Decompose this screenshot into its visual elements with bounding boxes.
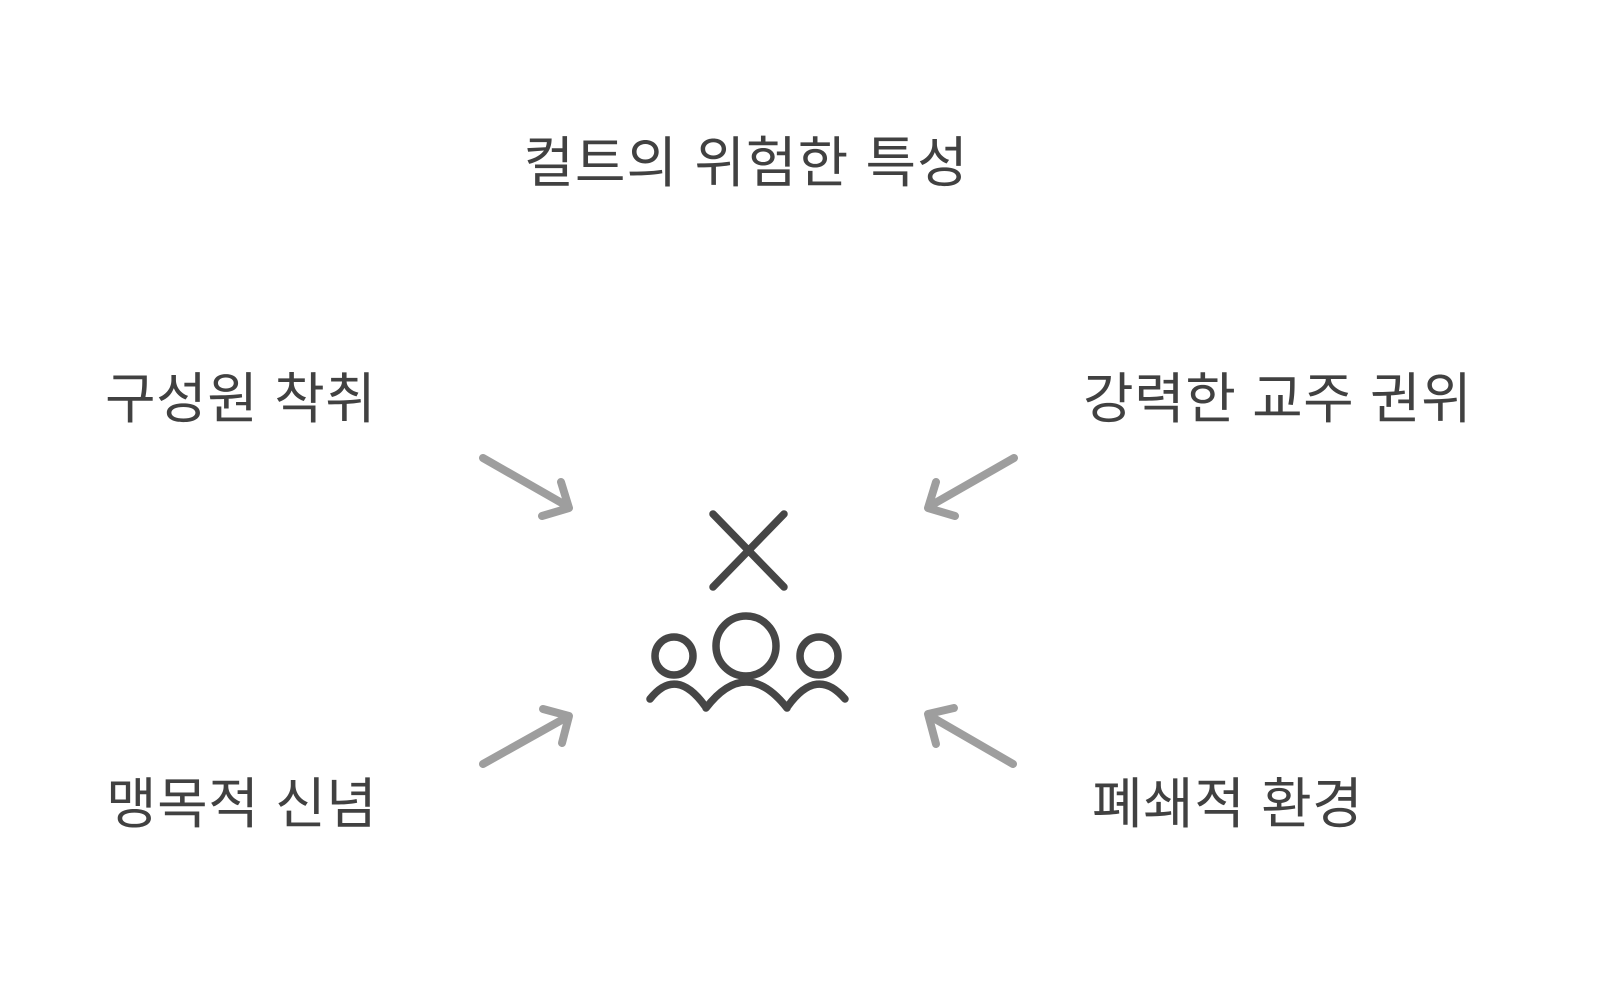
banned-cult-group-icon <box>646 510 849 712</box>
label-blind-faith: 맹목적 신념 <box>106 773 378 835</box>
arrow-top-left-icon <box>479 454 573 520</box>
label-member-exploitation: 구성원 착취 <box>105 368 377 430</box>
label-closed-environment: 폐쇄적 환경 <box>1092 773 1364 835</box>
x-mark-icon <box>709 510 788 591</box>
arrow-bottom-right-icon <box>924 704 1017 768</box>
arrow-bottom-left-icon <box>479 705 573 768</box>
people-group-icon <box>646 612 849 712</box>
label-strong-leader-authority: 강력한 교주 권위 <box>1083 368 1473 430</box>
arrow-top-right-icon <box>924 454 1018 520</box>
diagram-title: 컬트의 위험한 특성 <box>523 132 969 194</box>
